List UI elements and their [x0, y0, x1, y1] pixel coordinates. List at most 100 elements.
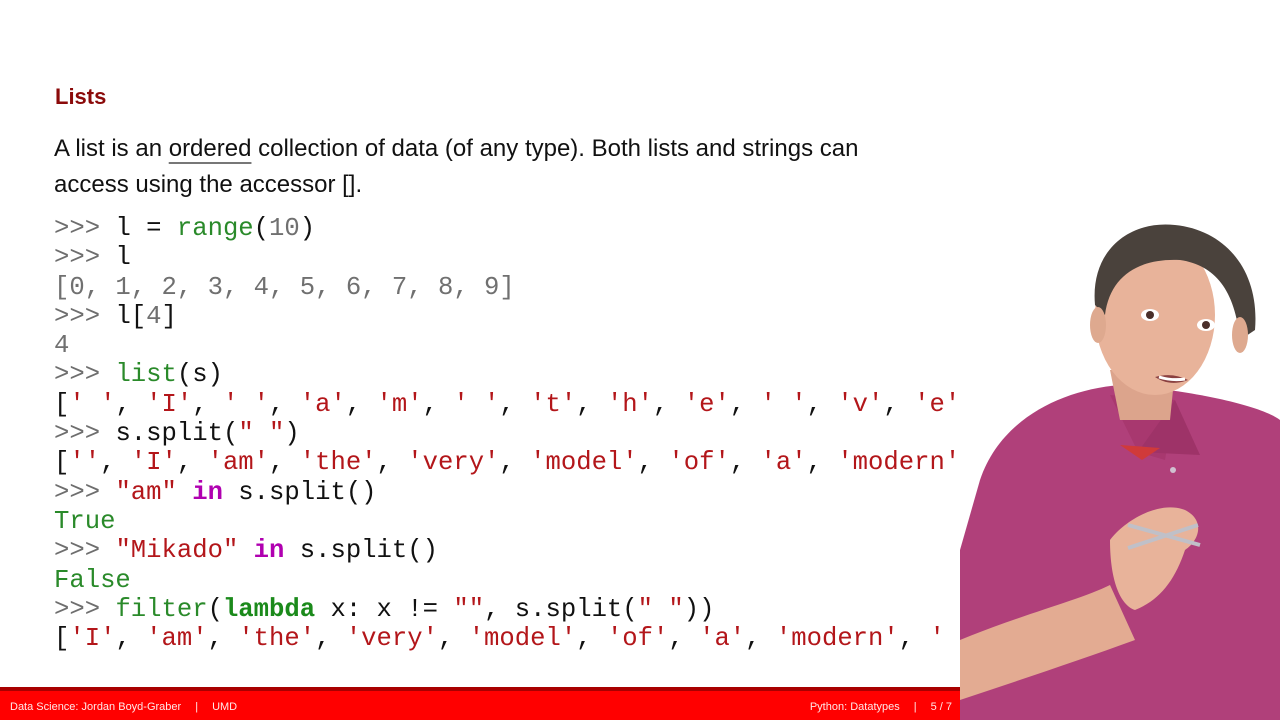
- code-token-builtin: range: [176, 214, 254, 243]
- code-token-str: 'am': [146, 624, 208, 654]
- code-token-punct: [: [54, 389, 70, 419]
- code-token-builtin: filter: [115, 594, 208, 624]
- code-token-str: 'a': [699, 624, 746, 654]
- presenter-figure-icon: [960, 224, 1280, 720]
- code-token-kw: in: [253, 536, 285, 566]
- code-token-punct: ,: [376, 448, 408, 478]
- code-token-punct: [: [54, 624, 70, 654]
- code-token-str: " ": [238, 419, 285, 449]
- code-token-str: 'modern': [837, 448, 961, 478]
- intro-text-after: collection of data (of any type). Both l…: [54, 135, 859, 198]
- footer-course: Data Science: Jordan Boyd-Graber: [10, 701, 182, 713]
- repl-prompt: >>>: [54, 360, 116, 390]
- code-token-punct: , s.split(: [484, 594, 638, 624]
- code-token-punct: s.split(): [222, 477, 377, 507]
- code-token-punct: ,: [729, 448, 761, 478]
- code-token-str: 'very': [345, 624, 438, 654]
- code-token-str: 'I': [69, 624, 116, 654]
- code-token-str: ' ': [453, 389, 500, 419]
- code-token-str: "Mikado": [115, 536, 239, 566]
- code-token-punct: ,: [207, 624, 239, 654]
- code-token-str: ' ': [69, 389, 116, 419]
- code-output-line: [' ', 'I', ' ', 'a', 'm', ' ', 't', 'h',…: [54, 390, 960, 419]
- code-token-punct: (s): [176, 360, 223, 390]
- code-token-str: 'very': [407, 448, 500, 478]
- footer-page-number: 5 / 7: [930, 701, 952, 713]
- code-token-punct: ,: [898, 624, 930, 654]
- presenter-video-overlay: [960, 224, 1280, 720]
- footer-separator: |: [913, 701, 917, 713]
- code-token-punct: ,: [745, 624, 776, 654]
- code-token-str: 'e': [683, 389, 730, 419]
- code-token-punct: ,: [576, 389, 607, 419]
- code-token-str: ': [929, 624, 945, 654]
- code-token-punct: ,: [269, 389, 300, 419]
- code-input-line: >>> l: [54, 243, 960, 272]
- code-token-punct: ): [299, 214, 316, 243]
- code-token-str: 'of': [606, 624, 669, 654]
- code-token-str: 'the': [238, 624, 316, 654]
- code-token-punct: l: [115, 243, 131, 273]
- frame-title: Lists: [55, 84, 107, 109]
- code-token-punct: ,: [576, 624, 607, 654]
- code-token-str: '': [69, 448, 101, 478]
- repl-prompt: >>>: [54, 214, 116, 243]
- repl-prompt: >>>: [54, 477, 116, 507]
- code-token-punct: ,: [115, 389, 147, 419]
- code-token-punct: ,: [100, 448, 131, 478]
- code-token-punct: ,: [269, 448, 300, 478]
- code-token-out: [0, 1, 2, 3, 4, 5, 6, 7, 8, 9]: [54, 272, 515, 302]
- code-token-punct: ,: [345, 389, 377, 419]
- code-token-str: 'modern': [775, 624, 899, 654]
- code-token-str: 'of': [668, 448, 730, 478]
- code-token-punct: )): [683, 594, 715, 624]
- footer-topic: Python: Datatypes: [809, 701, 900, 713]
- code-token-punct: l =: [115, 214, 177, 243]
- intro-underlined-term: ordered: [168, 135, 252, 162]
- code-token-str: 'I': [130, 448, 177, 478]
- code-token-punct: ,: [806, 448, 838, 478]
- code-output-line: False: [54, 566, 960, 595]
- code-token-punct: ,: [653, 389, 684, 419]
- code-token-punct: s.split(): [284, 536, 438, 566]
- code-token-punct: ,: [437, 624, 469, 654]
- code-token-str: 'h': [606, 389, 654, 419]
- code-token-bool: True: [54, 506, 116, 536]
- code-token-punct: [: [54, 448, 70, 478]
- repl-prompt: >>>: [54, 301, 116, 331]
- repl-prompt: >>>: [54, 536, 116, 566]
- code-token-str: 'e': [914, 389, 961, 419]
- footer-institution: UMD: [212, 701, 238, 713]
- code-token-punct: (: [253, 214, 270, 243]
- code-token-punct: ,: [499, 448, 531, 478]
- code-token-str: " ": [637, 594, 684, 624]
- code-token-punct: ,: [192, 389, 223, 419]
- code-token-num: 4: [146, 301, 162, 331]
- code-token-num: 10: [269, 214, 300, 243]
- code-token-punct: ): [284, 419, 300, 449]
- code-token-punct: ,: [668, 624, 700, 654]
- code-token-punct: ]: [161, 301, 177, 331]
- code-token-punct: ,: [315, 624, 346, 654]
- code-output-line: True: [54, 507, 960, 536]
- code-token-str: 'a': [299, 389, 346, 419]
- code-token-punct: l[: [115, 301, 147, 331]
- code-token-kw: in: [192, 477, 223, 507]
- slide-footer: Data Science: Jordan Boyd-Graber|UMD Pyt…: [0, 687, 960, 720]
- code-input-line: >>> list(s): [54, 360, 960, 389]
- code-token-punct: ,: [806, 389, 838, 419]
- code-token-str: 'am': [207, 448, 270, 478]
- footer-left: Data Science: Jordan Boyd-Graber|UMD: [10, 701, 237, 713]
- footer-right: Python: Datatypes | 5 / 7: [810, 701, 952, 713]
- code-output-line: [0, 1, 2, 3, 4, 5, 6, 7, 8, 9]: [54, 273, 960, 302]
- code-input-line: >>> l[4]: [54, 302, 960, 331]
- repl-prompt: >>>: [54, 594, 116, 624]
- code-input-line: >>> filter(lambda x: x != "", s.split(" …: [54, 595, 960, 624]
- code-input-line: >>> "Mikado" in s.split(): [54, 536, 960, 565]
- code-token-builtin: list: [115, 360, 177, 390]
- code-token-punct: ,: [883, 389, 915, 419]
- code-token-punct: ,: [176, 448, 208, 478]
- code-token-str: 't': [530, 389, 577, 419]
- code-token-str: 'm': [376, 389, 423, 419]
